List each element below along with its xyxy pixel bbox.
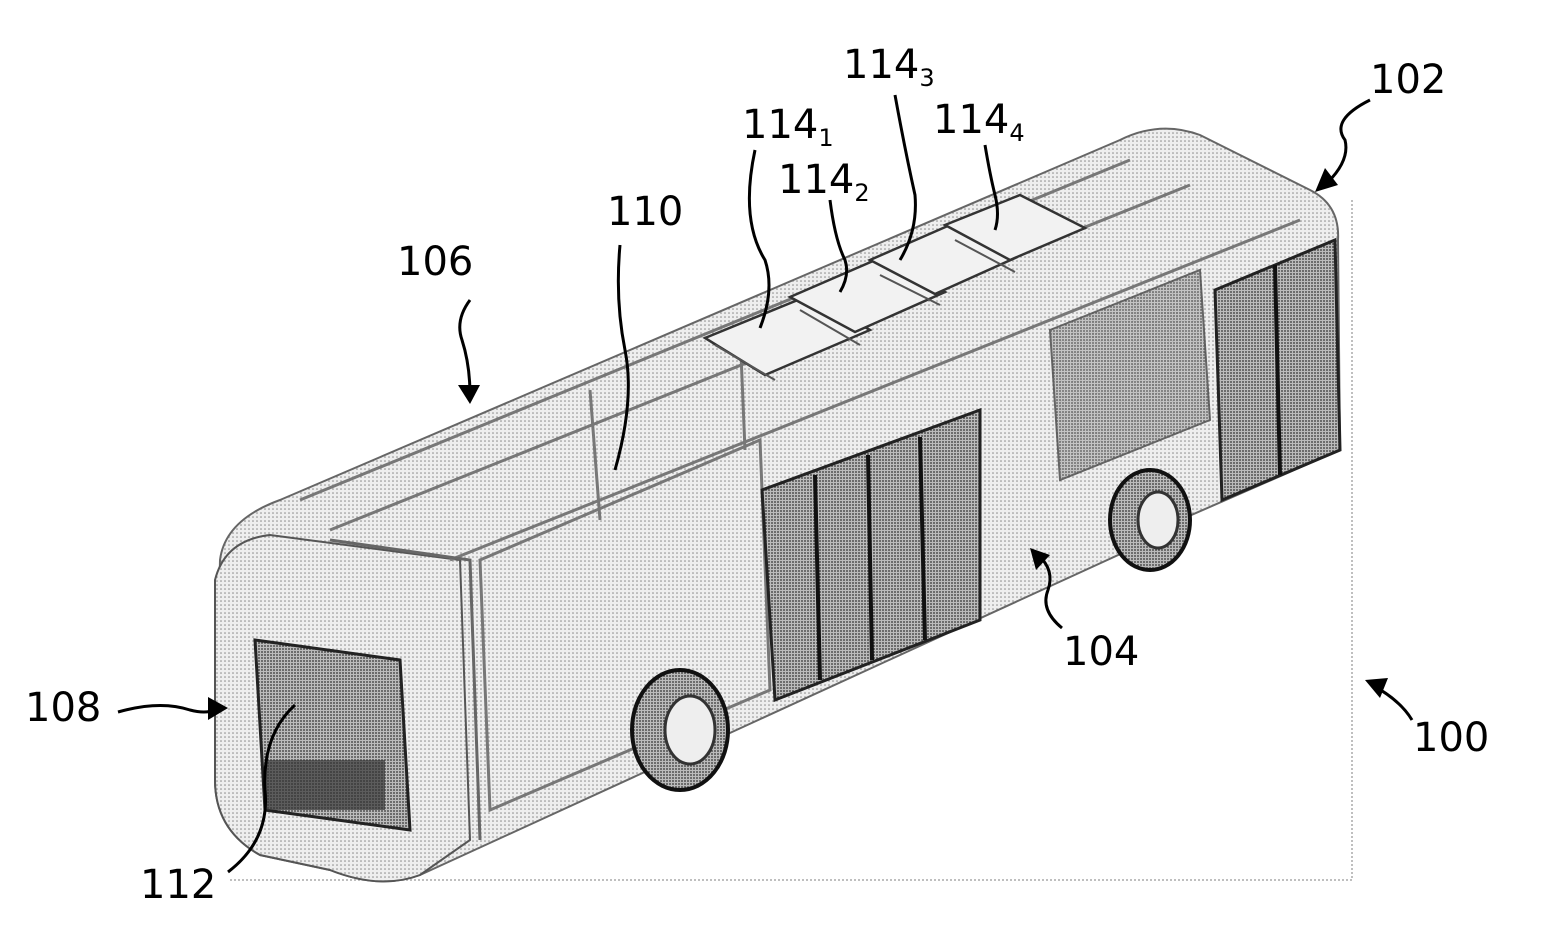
bus-body	[213, 127, 1342, 883]
arrowheads	[208, 168, 1388, 720]
label-battery-1: 1141	[742, 105, 834, 150]
label-front-end: 108	[25, 685, 102, 731]
doors	[760, 237, 1342, 703]
label-battery-2: 1142	[778, 160, 870, 205]
label-battery-1-sub: 1	[818, 124, 834, 152]
label-vehicle: 100	[1413, 715, 1490, 761]
label-battery-2-base: 114	[778, 157, 855, 203]
label-battery-2-sub: 2	[854, 179, 870, 207]
label-drive-unit: 112	[140, 862, 217, 908]
wheels	[630, 468, 1192, 792]
label-battery-1-base: 114	[742, 102, 819, 148]
label-battery-4-base: 114	[933, 97, 1010, 143]
label-battery-3-sub: 3	[919, 64, 935, 92]
leader-lines	[117, 94, 1414, 874]
label-side: 104	[1063, 629, 1140, 675]
label-roof: 106	[397, 239, 474, 285]
label-battery-4-sub: 4	[1009, 119, 1025, 147]
ground-reference-lines	[230, 200, 1353, 881]
label-battery-4: 1144	[933, 100, 1025, 145]
label-battery-3-base: 114	[843, 42, 920, 88]
label-rear-end: 102	[1370, 57, 1447, 103]
roof-batteries	[702, 193, 1088, 381]
label-interior: 110	[607, 189, 684, 235]
label-battery-3: 1143	[843, 45, 935, 90]
